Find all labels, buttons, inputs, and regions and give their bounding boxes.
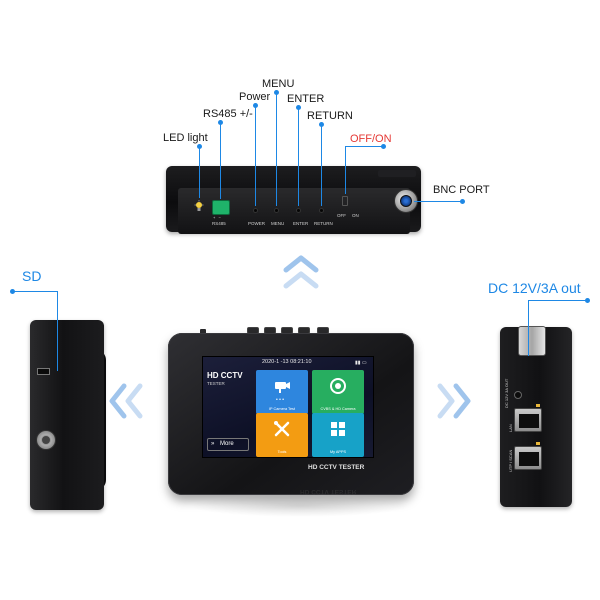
callout-enter: ENTER: [287, 93, 325, 105]
menu-button[interactable]: [274, 208, 279, 213]
enter-button[interactable]: [296, 208, 301, 213]
chevron-up-icon: [283, 255, 319, 289]
screen-brand-subtitle: TESTER: [207, 381, 225, 386]
callout-return: RETURN: [307, 110, 353, 122]
callout-hline-off-on: [345, 146, 383, 147]
dc-out-jack[interactable]: [514, 391, 522, 399]
bnc-connector-icon: [400, 195, 412, 207]
chevron-left-icon: [109, 383, 143, 419]
callout-line-return: [321, 124, 322, 206]
lan-port-socket: [519, 414, 539, 428]
screen-status-icons: ▮▮ ▭: [355, 360, 367, 366]
callout-dot-led: [197, 144, 202, 149]
callout-line-rs485: [220, 122, 221, 199]
off-top-label: OFF: [337, 213, 346, 218]
tile-tools-label: Tools: [277, 450, 287, 454]
callout-line-off-on: [345, 146, 346, 194]
utp-scan-label: UTP / SCAN: [508, 449, 513, 472]
dome-camera-icon: [330, 378, 346, 394]
callout-hline-dc: [528, 300, 588, 301]
callout-off-on: OFF/ON: [350, 133, 392, 145]
tile-cvbs-label: CVBS & HD Camera: [320, 407, 356, 411]
screen-brand-title: HD CCTV: [207, 371, 243, 380]
rs485-top-label: RS485: [212, 221, 226, 226]
rs485-terminal[interactable]: [212, 200, 230, 215]
lan-port[interactable]: [514, 408, 542, 432]
power-top-label: POWER: [248, 221, 266, 226]
callout-bnc-port: BNC PORT: [433, 184, 490, 196]
callout-dot-menu: [274, 90, 279, 95]
power-switch[interactable]: [342, 196, 348, 206]
tools-icon: [274, 421, 290, 437]
return-button[interactable]: [319, 208, 324, 213]
callout-rs485: RS485 +/-: [203, 108, 253, 120]
device-reflection-label: HD CCTV TESTER: [300, 488, 357, 495]
tile-cvbs-hd-camera[interactable]: CVBS & HD Camera: [312, 370, 364, 414]
lan-label: LAN: [508, 424, 513, 432]
utp-scan-port[interactable]: [514, 446, 542, 470]
callout-line-sd: [57, 291, 58, 371]
callout-hline-sd: [12, 291, 58, 292]
callout-menu: MENU: [262, 78, 295, 90]
more-button-label: More: [220, 441, 234, 447]
tile-ip-camera-test[interactable]: • • • IP Camera Test: [256, 370, 308, 414]
tile-tools[interactable]: Tools: [256, 413, 308, 457]
ip-camera-icon: [275, 382, 290, 393]
on-top-label: ON: [352, 213, 359, 218]
tile-my-apps[interactable]: My APPS: [312, 413, 364, 457]
callout-line-enter: [298, 107, 299, 206]
callout-dot-rs485: [218, 120, 223, 125]
floor-shadow: [190, 495, 410, 517]
right-top-bnc-connector: [518, 326, 546, 356]
left-side-view-device: [30, 320, 104, 510]
callout-line-dc: [528, 300, 529, 356]
callout-line-power: [255, 105, 256, 206]
top-device-tab: [378, 170, 416, 177]
callout-line-menu: [276, 92, 277, 206]
callout-led-light: LED light: [163, 132, 208, 144]
tile-dots-icon: • • •: [276, 397, 285, 403]
return-top-label: RETURN: [314, 221, 333, 226]
callout-dot-dc: [585, 298, 590, 303]
callout-dc-out: DC 12V/3A out: [488, 280, 581, 296]
callout-dot-bnc: [460, 199, 465, 204]
more-button[interactable]: » More: [207, 438, 249, 451]
callout-line-bnc: [414, 201, 462, 202]
tile-ip-camera-label: IP Camera Test: [268, 407, 296, 411]
screen-datetime: 2020-1 -13 08:21:10: [262, 359, 312, 365]
callout-dot-power: [253, 103, 258, 108]
more-arrow-icon: »: [211, 441, 215, 447]
sd-card-slot[interactable]: [37, 368, 50, 375]
device-front-label: HD CCTV TESTER: [308, 464, 365, 471]
callout-line-led: [199, 146, 200, 198]
callout-sd: SD: [22, 268, 42, 284]
main-top-led-icon: [200, 329, 206, 334]
callout-dot-sd: [10, 289, 15, 294]
enter-top-label: ENTER: [293, 221, 309, 226]
callout-dot-enter: [296, 105, 301, 110]
lan-led-icon: [536, 404, 540, 407]
utp-led-icon: [536, 442, 540, 445]
callout-dot-return: [319, 122, 324, 127]
callout-power: Power: [239, 91, 271, 103]
tile-my-apps-label: My APPS: [329, 450, 347, 454]
side-round-button-center-icon: [41, 435, 51, 445]
callout-dot-off-on: [381, 144, 386, 149]
apps-grid-icon: [331, 422, 345, 436]
menu-top-label: MENU: [271, 221, 285, 226]
rs485-plus-minus-icon: + −: [213, 215, 222, 220]
utp-port-socket: [519, 452, 539, 466]
led-light-icon: [194, 199, 204, 211]
chevron-right-icon: [437, 383, 471, 419]
dc-out-label: DC 12V 3A OUT: [504, 378, 509, 408]
power-button[interactable]: [253, 208, 258, 213]
